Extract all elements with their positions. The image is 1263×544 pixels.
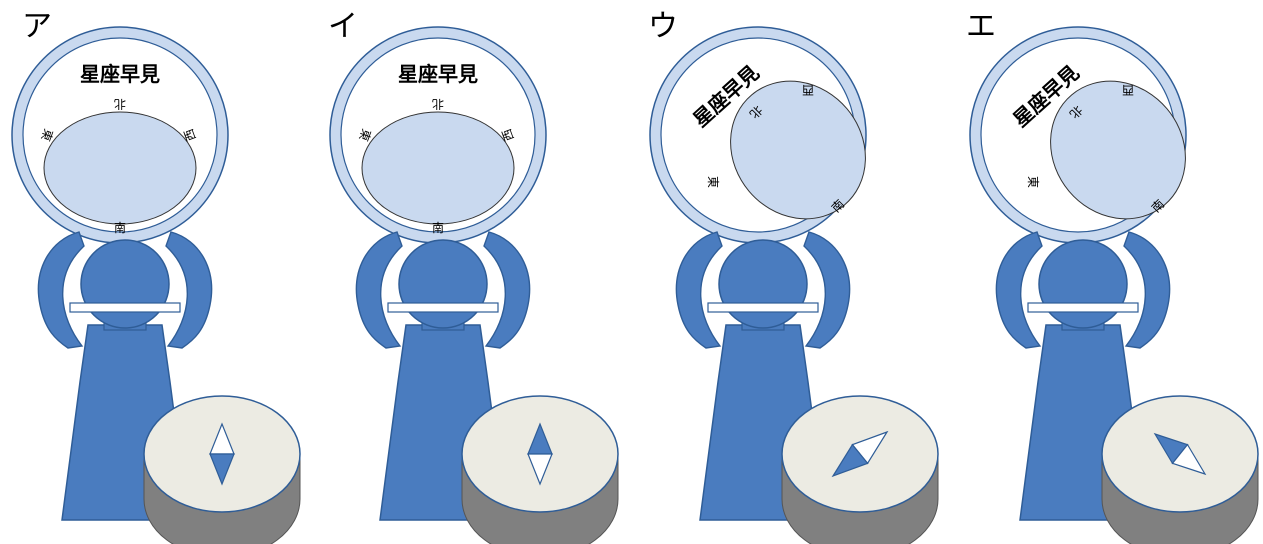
person-figure (355, 231, 531, 521)
person-chin-line (387, 302, 499, 313)
direction-north: 北 (114, 97, 126, 111)
planisphere-title: 星座早見 (80, 62, 160, 86)
planisphere-title: 星座早見 (398, 62, 478, 86)
compass-needle-tip-b (527, 453, 553, 486)
panel-label-a: ア (22, 9, 52, 44)
person-chin-line (707, 302, 819, 313)
person-left-arm (995, 231, 1043, 349)
person-left-arm (675, 231, 723, 349)
direction-north: 北 (432, 97, 444, 111)
person-head (718, 239, 808, 329)
panel-label-e: エ (966, 9, 996, 44)
person-right-arm (483, 231, 531, 349)
sky-window (43, 111, 197, 225)
person-left-arm (355, 231, 403, 349)
direction-west: 西 (802, 83, 814, 97)
compass (781, 395, 939, 544)
direction-west: 西 (181, 127, 198, 143)
direction-east: 東 (1026, 176, 1040, 188)
direction-east: 東 (38, 127, 55, 143)
compass-needle-tip-b (1171, 443, 1207, 476)
person-head (1038, 239, 1128, 329)
direction-east: 東 (706, 176, 720, 188)
direction-west: 西 (1122, 83, 1134, 97)
person-head (80, 239, 170, 329)
person-chin-line (1027, 302, 1139, 313)
compass-needle-tip-b (831, 443, 869, 478)
person-chin-line (69, 302, 181, 313)
compass (143, 395, 301, 544)
direction-south: 南 (114, 220, 126, 235)
direction-east: 東 (356, 127, 373, 143)
person-right-arm (1123, 231, 1171, 349)
person-right-arm (165, 231, 213, 349)
sky-window (730, 80, 866, 220)
panel-label-u: ウ (648, 9, 678, 44)
compass (461, 395, 619, 544)
sky-window (361, 111, 515, 225)
sky-window (1050, 80, 1186, 220)
direction-west: 西 (499, 127, 516, 143)
person-left-arm (37, 231, 85, 349)
person-right-arm (803, 231, 851, 349)
direction-south: 南 (432, 220, 444, 235)
person-head (398, 239, 488, 329)
panel-label-i: イ (328, 9, 358, 44)
compass (1101, 395, 1259, 544)
compass-needle-tip-b (209, 453, 235, 486)
